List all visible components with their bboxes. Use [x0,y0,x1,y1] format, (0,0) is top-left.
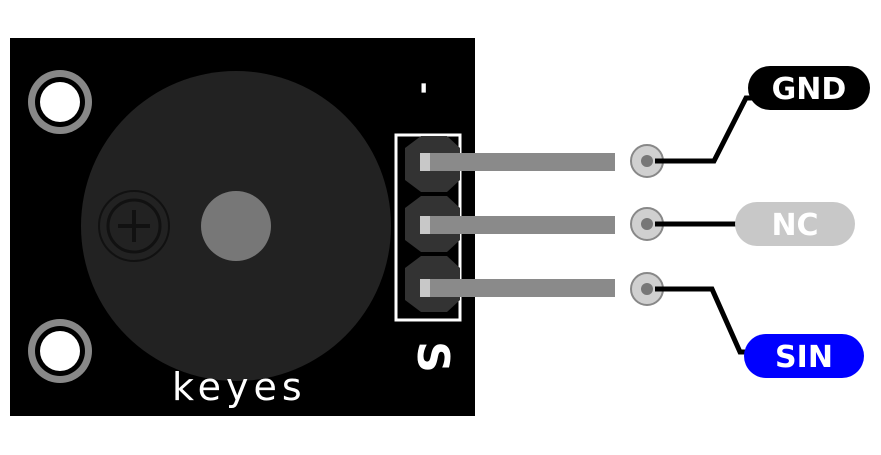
wire-gnd [655,95,758,164]
pin-label-nc-text: NC [771,208,818,243]
mounting-hole-bottom [28,319,92,383]
pin-mark-minus: - [407,82,442,94]
wire-sin [655,286,755,355]
pin-lead-3-tip [420,279,430,297]
pin-label-sin: SIN [744,334,864,378]
brand-label: keyes [172,365,307,409]
pin-lead-3 [420,279,615,297]
buzzer-center [201,191,271,261]
pin-label-gnd-text: GND [772,72,847,107]
pin-mark-s: S [407,341,458,373]
pin-lead-1 [420,153,615,171]
terminal-2 [630,207,664,241]
mounting-hole-top [28,70,92,134]
pin-label-sin-text: SIN [775,340,833,375]
plus-icon [98,190,170,262]
pin-lead-2-tip [420,216,430,234]
pin-lead-1-tip [420,153,430,171]
pin-label-nc: NC [735,202,855,246]
pin-label-gnd: GND [748,66,870,110]
pin-lead-2 [420,216,615,234]
